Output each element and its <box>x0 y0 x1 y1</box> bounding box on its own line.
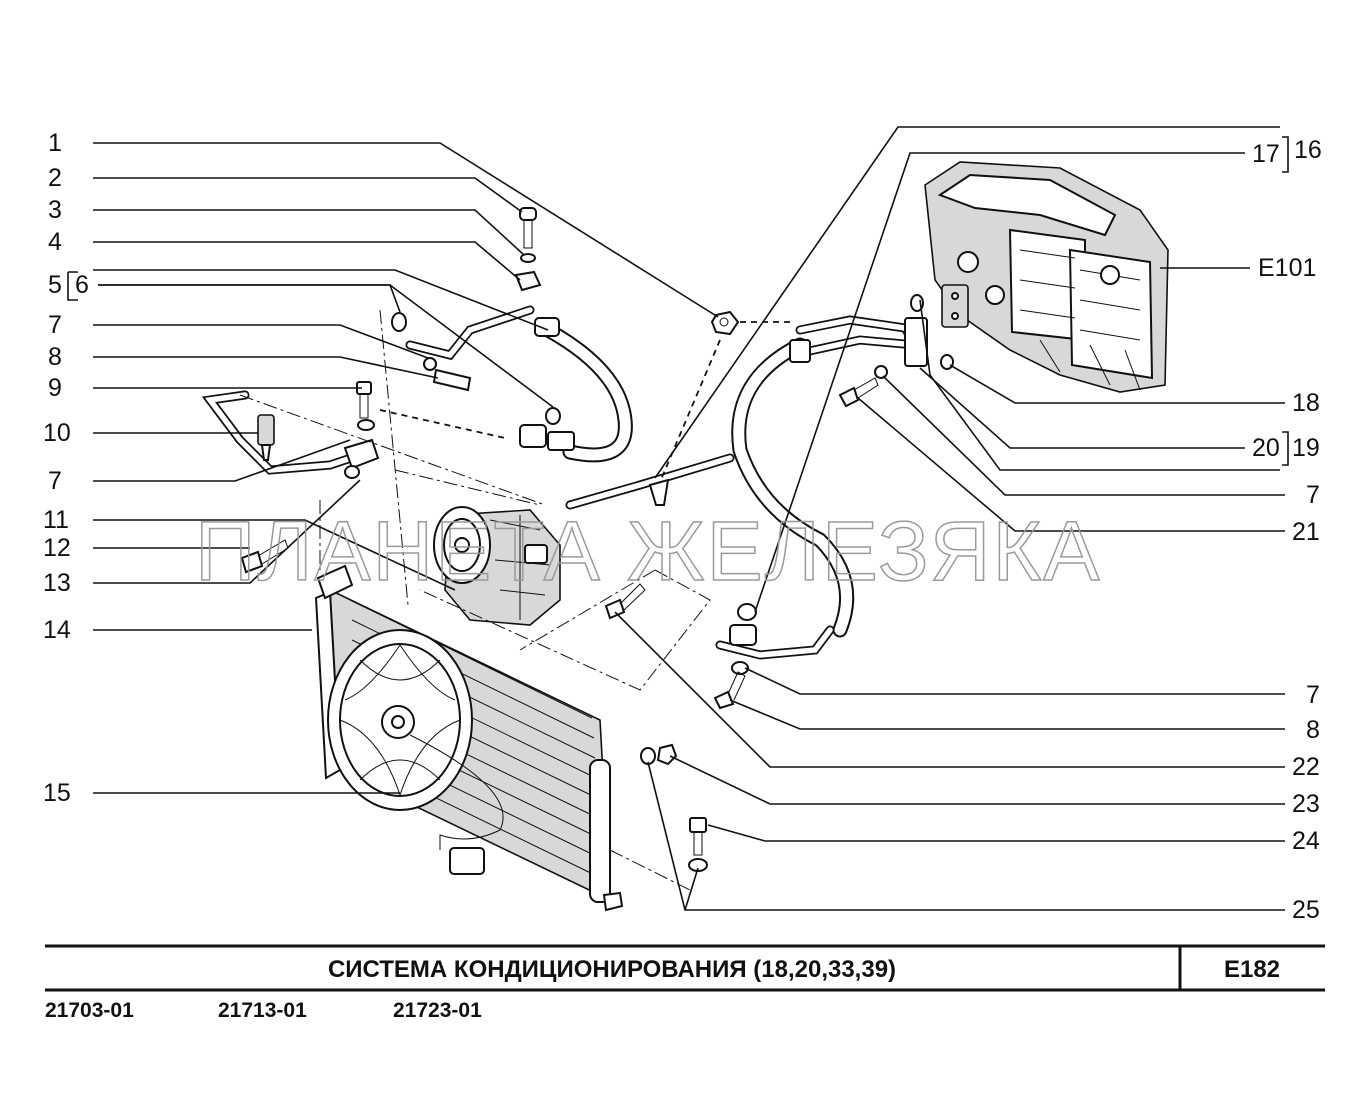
callouts-left: 1 2 3 4 5 6 7 8 9 10 7 11 12 13 14 15 <box>43 129 89 807</box>
callout-23: 23 <box>1292 790 1320 818</box>
compressor-drawing <box>433 506 561 626</box>
callout-25: 25 <box>1292 896 1320 924</box>
model-code-2: 21713-01 <box>218 999 307 1022</box>
callout-17: 17 <box>1252 140 1280 168</box>
page-title: СИСТЕМА КОНДИЦИОНИРОВАНИЯ (18,20,33,39) <box>328 956 896 983</box>
callout-14: 14 <box>43 616 71 644</box>
callout-9: 9 <box>48 374 62 402</box>
callout-7c: 7 <box>1306 481 1320 509</box>
callout-24: 24 <box>1292 827 1320 855</box>
condenser-drawing <box>314 564 624 912</box>
callout-7: 7 <box>48 311 62 339</box>
sheet-code: E182 <box>1224 956 1280 983</box>
callout-7b: 7 <box>48 467 62 495</box>
callout-5: 5 <box>48 271 62 299</box>
hardware-drawing <box>240 207 954 872</box>
callout-2: 2 <box>48 164 62 192</box>
callout-13: 13 <box>43 569 71 597</box>
callout-8b: 8 <box>1306 716 1320 744</box>
callout-3: 3 <box>48 196 62 224</box>
callout-12: 12 <box>43 534 71 562</box>
callout-6: 6 <box>75 271 89 299</box>
callout-18: 18 <box>1292 389 1320 417</box>
callout-4: 4 <box>48 228 62 256</box>
callout-1: 1 <box>48 129 62 157</box>
callout-8: 8 <box>48 343 62 371</box>
hoses-drawing <box>201 305 928 660</box>
callout-e101: E101 <box>1258 254 1316 282</box>
title-block: СИСТЕМА КОНДИЦИОНИРОВАНИЯ (18,20,33,39) … <box>45 944 1325 1022</box>
callouts-right: 17 16 E101 18 20 19 7 21 7 8 22 23 24 25 <box>1252 136 1322 924</box>
watermark: ПЛАНЕТА ЖЕЛЕЗЯКА <box>195 504 1101 598</box>
callout-10: 10 <box>43 419 71 447</box>
callout-7d: 7 <box>1306 681 1320 709</box>
callout-16: 16 <box>1294 136 1322 164</box>
callout-20: 20 <box>1252 434 1280 462</box>
callout-15: 15 <box>43 779 71 807</box>
callout-22: 22 <box>1292 753 1320 781</box>
leader-lines <box>67 126 1289 911</box>
model-code-3: 21723-01 <box>393 999 482 1022</box>
model-code-1: 21703-01 <box>45 999 134 1022</box>
callout-11: 11 <box>43 506 69 534</box>
hvac-unit-drawing <box>924 161 1169 393</box>
assembly-lines <box>239 309 790 891</box>
callout-21: 21 <box>1292 518 1320 546</box>
callout-19: 19 <box>1292 434 1320 462</box>
